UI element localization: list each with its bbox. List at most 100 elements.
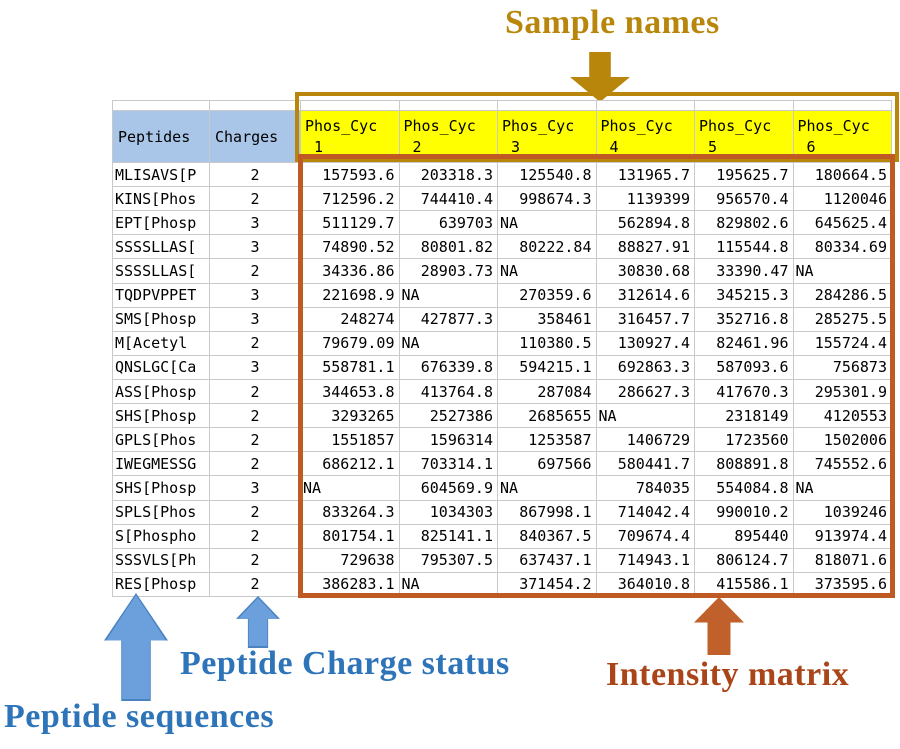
- intensity-value-cell[interactable]: 4120553: [793, 404, 892, 429]
- peptide-sequence-cell[interactable]: SSSSLLAS[: [113, 259, 210, 284]
- intensity-value-cell[interactable]: 352716.8: [695, 307, 794, 332]
- intensity-value-cell[interactable]: 413764.8: [399, 379, 498, 405]
- intensity-value-cell[interactable]: NA: [399, 283, 498, 308]
- intensity-value-cell[interactable]: NA: [399, 331, 498, 356]
- intensity-value-cell[interactable]: 895440: [695, 524, 794, 549]
- charge-cell[interactable]: 2: [210, 428, 301, 453]
- intensity-value-cell[interactable]: 511129.7: [301, 211, 400, 236]
- intensity-value-cell[interactable]: 714042.4: [596, 500, 695, 525]
- intensity-value-cell[interactable]: NA: [301, 476, 400, 501]
- intensity-value-cell[interactable]: 956570.4: [695, 187, 794, 212]
- intensity-value-cell[interactable]: 427877.3: [399, 307, 498, 332]
- intensity-value-cell[interactable]: NA: [596, 404, 695, 429]
- intensity-value-cell[interactable]: 580441.7: [596, 452, 695, 477]
- charge-cell[interactable]: 2: [210, 548, 301, 573]
- charge-cell[interactable]: 3: [210, 355, 301, 380]
- peptide-sequence-cell[interactable]: TQDPVPPET: [113, 283, 210, 308]
- charge-cell[interactable]: 2: [210, 331, 301, 356]
- intensity-value-cell[interactable]: 3293265: [301, 404, 400, 429]
- intensity-value-cell[interactable]: 703314.1: [399, 452, 498, 477]
- peptide-sequence-cell[interactable]: SHS[Phosp: [113, 476, 210, 501]
- intensity-value-cell[interactable]: 2318149: [695, 404, 794, 429]
- peptide-sequence-cell[interactable]: SHS[Phosp: [113, 404, 210, 429]
- intensity-value-cell[interactable]: 639703: [399, 211, 498, 236]
- peptide-sequence-cell[interactable]: QNSLGC[Ca: [113, 355, 210, 380]
- intensity-value-cell[interactable]: 28903.73: [399, 259, 498, 284]
- charge-cell[interactable]: 3: [210, 211, 301, 236]
- intensity-value-cell[interactable]: 2527386: [399, 404, 498, 429]
- intensity-value-cell[interactable]: 1139399: [596, 187, 695, 212]
- intensity-value-cell[interactable]: 373595.6: [793, 572, 892, 597]
- intensity-value-cell[interactable]: 712596.2: [301, 187, 400, 212]
- intensity-value-cell[interactable]: 825141.1: [399, 524, 498, 549]
- intensity-value-cell[interactable]: 30830.68: [596, 259, 695, 284]
- sample-column-header[interactable]: Phos_Cyc _5: [695, 111, 794, 163]
- intensity-value-cell[interactable]: 130927.4: [596, 331, 695, 356]
- intensity-value-cell[interactable]: 248274: [301, 307, 400, 332]
- charge-cell[interactable]: 2: [210, 500, 301, 525]
- intensity-value-cell[interactable]: 88827.91: [596, 235, 695, 260]
- peptide-sequence-cell[interactable]: RES[Phosp: [113, 572, 210, 597]
- intensity-value-cell[interactable]: 1039246: [793, 500, 892, 525]
- intensity-value-cell[interactable]: 808891.8: [695, 452, 794, 477]
- intensity-value-cell[interactable]: 756873: [793, 355, 892, 380]
- intensity-value-cell[interactable]: 312614.6: [596, 283, 695, 308]
- intensity-value-cell[interactable]: 295301.9: [793, 379, 892, 405]
- intensity-value-cell[interactable]: 558781.1: [301, 355, 400, 380]
- intensity-value-cell[interactable]: 155724.4: [793, 331, 892, 356]
- intensity-value-cell[interactable]: 115544.8: [695, 235, 794, 260]
- intensity-value-cell[interactable]: 417670.3: [695, 379, 794, 405]
- intensity-value-cell[interactable]: 1723560: [695, 428, 794, 453]
- intensity-value-cell[interactable]: 358461: [498, 307, 597, 332]
- peptide-sequence-cell[interactable]: KINS[Phos: [113, 187, 210, 212]
- intensity-value-cell[interactable]: 203318.3: [399, 163, 498, 188]
- charge-cell[interactable]: 3: [210, 476, 301, 501]
- peptide-sequence-cell[interactable]: SMS[Phosp: [113, 307, 210, 332]
- intensity-value-cell[interactable]: 80222.84: [498, 235, 597, 260]
- intensity-value-cell[interactable]: 344653.8: [301, 379, 400, 405]
- sample-column-header[interactable]: Phos_Cyc _2: [399, 111, 498, 163]
- intensity-value-cell[interactable]: 270359.6: [498, 283, 597, 308]
- intensity-value-cell[interactable]: 801754.1: [301, 524, 400, 549]
- sample-column-header[interactable]: Phos_Cyc _4: [596, 111, 695, 163]
- peptide-sequence-cell[interactable]: SSSVLS[Ph: [113, 548, 210, 573]
- charge-cell[interactable]: 2: [210, 379, 301, 405]
- intensity-value-cell[interactable]: 604569.9: [399, 476, 498, 501]
- intensity-value-cell[interactable]: 745552.6: [793, 452, 892, 477]
- charge-cell[interactable]: 2: [210, 404, 301, 429]
- intensity-value-cell[interactable]: 840367.5: [498, 524, 597, 549]
- intensity-value-cell[interactable]: 221698.9: [301, 283, 400, 308]
- intensity-value-cell[interactable]: 2685655: [498, 404, 597, 429]
- intensity-value-cell[interactable]: NA: [498, 211, 597, 236]
- intensity-value-cell[interactable]: 998674.3: [498, 187, 597, 212]
- intensity-value-cell[interactable]: 784035: [596, 476, 695, 501]
- peptide-sequence-cell[interactable]: S[Phospho: [113, 524, 210, 549]
- charge-cell[interactable]: 2: [210, 163, 301, 188]
- intensity-value-cell[interactable]: 594215.1: [498, 355, 597, 380]
- intensity-value-cell[interactable]: 1253587: [498, 428, 597, 453]
- intensity-value-cell[interactable]: 806124.7: [695, 548, 794, 573]
- intensity-value-cell[interactable]: 316457.7: [596, 307, 695, 332]
- intensity-value-cell[interactable]: NA: [399, 572, 498, 597]
- intensity-value-cell[interactable]: 587093.6: [695, 355, 794, 380]
- intensity-value-cell[interactable]: 125540.8: [498, 163, 597, 188]
- intensity-value-cell[interactable]: 287084: [498, 379, 597, 405]
- intensity-value-cell[interactable]: 676339.8: [399, 355, 498, 380]
- peptide-sequence-cell[interactable]: GPLS[Phos: [113, 428, 210, 453]
- intensity-value-cell[interactable]: 345215.3: [695, 283, 794, 308]
- sample-column-header[interactable]: Phos_Cyc _6: [793, 111, 892, 163]
- charge-cell[interactable]: 2: [210, 187, 301, 212]
- intensity-value-cell[interactable]: 157593.6: [301, 163, 400, 188]
- intensity-value-cell[interactable]: 686212.1: [301, 452, 400, 477]
- intensity-value-cell[interactable]: 913974.4: [793, 524, 892, 549]
- intensity-value-cell[interactable]: 33390.47: [695, 259, 794, 284]
- intensity-value-cell[interactable]: 131965.7: [596, 163, 695, 188]
- sample-column-header[interactable]: Phos_Cyc _3: [498, 111, 597, 163]
- intensity-value-cell[interactable]: 833264.3: [301, 500, 400, 525]
- intensity-value-cell[interactable]: 829802.6: [695, 211, 794, 236]
- charge-cell[interactable]: 3: [210, 235, 301, 260]
- charge-cell[interactable]: 2: [210, 524, 301, 549]
- intensity-value-cell[interactable]: 1120046: [793, 187, 892, 212]
- intensity-value-cell[interactable]: 554084.8: [695, 476, 794, 501]
- peptide-sequence-cell[interactable]: IWEGMESSG: [113, 452, 210, 477]
